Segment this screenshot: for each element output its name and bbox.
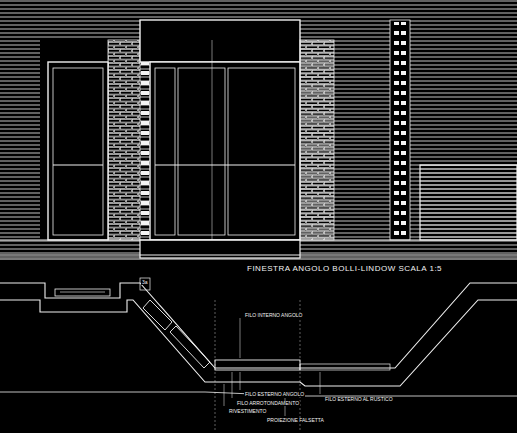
- plan-annotation: FILO ESTERNO ANGOLO: [244, 392, 305, 397]
- plan-annotation: RIVESTIMENTO: [228, 409, 267, 414]
- drawing-title: FINESTRA ANGOLO BOLLI-LINDOW SCALA 1:5: [246, 265, 443, 273]
- plan-annotation: FILO INTERNO ANGOLO: [244, 313, 304, 318]
- plan-annotation: PROIEZIONE FALSETTA: [266, 418, 325, 423]
- detail-tag: 3a: [141, 280, 149, 285]
- plan-annotation: FILO ESTERNO AL RUSTICO: [324, 397, 394, 402]
- plan-section: [0, 278, 517, 430]
- elevation: [0, 0, 517, 259]
- plan-annotation: FILO ARROTONDAMENTO: [236, 401, 300, 406]
